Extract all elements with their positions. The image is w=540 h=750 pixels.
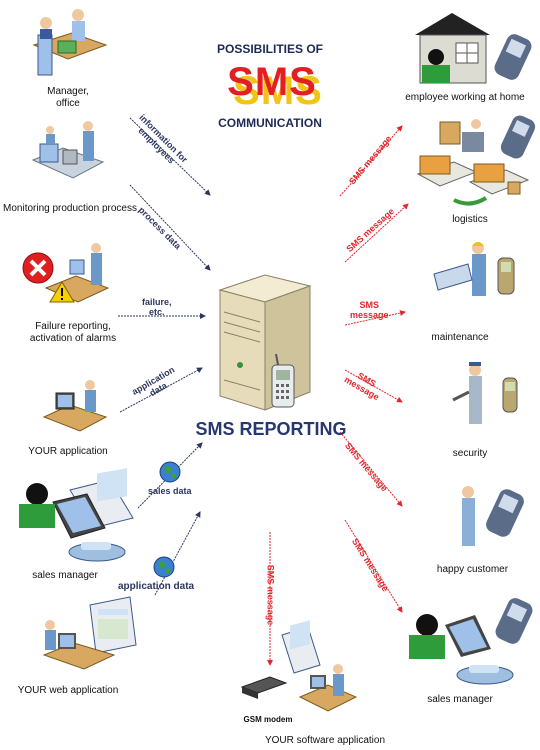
- dest-label-5: happy customer: [436, 564, 509, 575]
- server-icon: [218, 274, 312, 411]
- dest-label-4: security: [452, 448, 488, 459]
- home-worker-icon: [415, 13, 532, 84]
- input-label-3: failure,etc.: [142, 297, 172, 317]
- arrow-in-4: [119, 367, 203, 413]
- arrow-out-2: [344, 203, 409, 263]
- dest-label-6: sales manager: [427, 694, 493, 705]
- input-label-5: sales data: [148, 486, 192, 496]
- source-label-5: sales manager: [32, 570, 98, 581]
- web-application-icon: [42, 596, 137, 670]
- arrow-out-5: [339, 431, 403, 507]
- title-line-1: POSSIBILITIES OF: [216, 42, 323, 56]
- globe-icon: [159, 461, 181, 483]
- arrow-in-2: [129, 184, 211, 271]
- source-label-3: Failure reporting,activation of alarms: [29, 321, 117, 344]
- maintenance-icon: [433, 242, 515, 296]
- output-label-7: SMS message: [265, 564, 276, 626]
- dest-label-1: employee working at home: [405, 92, 525, 103]
- manager-office-icon: [32, 9, 108, 76]
- title-line-3: COMMUNICATION: [218, 116, 322, 130]
- source-label-1: Manager,office: [47, 86, 89, 109]
- dest-label-2: logistics: [452, 214, 488, 225]
- gsm-modem-label: GSM modem: [243, 715, 293, 724]
- alarm-icon: [22, 243, 110, 303]
- arrow-in-6: [154, 511, 201, 596]
- logistics-icon: [416, 115, 536, 206]
- source-label-6: YOUR web application: [17, 685, 119, 696]
- sales-manager-left-icon: [19, 468, 134, 562]
- arrow-out-1: [339, 125, 403, 197]
- title-sms: SMS: [227, 60, 317, 104]
- input-label-6: application data: [118, 581, 195, 592]
- source-label-2: Monitoring production process: [3, 203, 137, 214]
- arrow-out-6: [344, 519, 403, 613]
- sales-manager-right-icon: [409, 598, 533, 685]
- dest-label-3: maintenance: [431, 332, 489, 343]
- production-icon: [31, 121, 105, 179]
- dest-label-7: YOUR software application: [264, 735, 386, 746]
- center-label: SMS REPORTING: [195, 419, 347, 439]
- arrow-in-1: [129, 117, 211, 196]
- arrow-out-4: [344, 369, 403, 403]
- security-icon: [452, 362, 518, 424]
- source-label-4: YOUR application: [28, 446, 108, 457]
- arrow-out-3: [344, 310, 406, 326]
- happy-customer-icon: [462, 486, 524, 546]
- software-application-icon: [240, 620, 358, 712]
- your-application-icon: [42, 380, 108, 432]
- globe-icon: [153, 556, 175, 578]
